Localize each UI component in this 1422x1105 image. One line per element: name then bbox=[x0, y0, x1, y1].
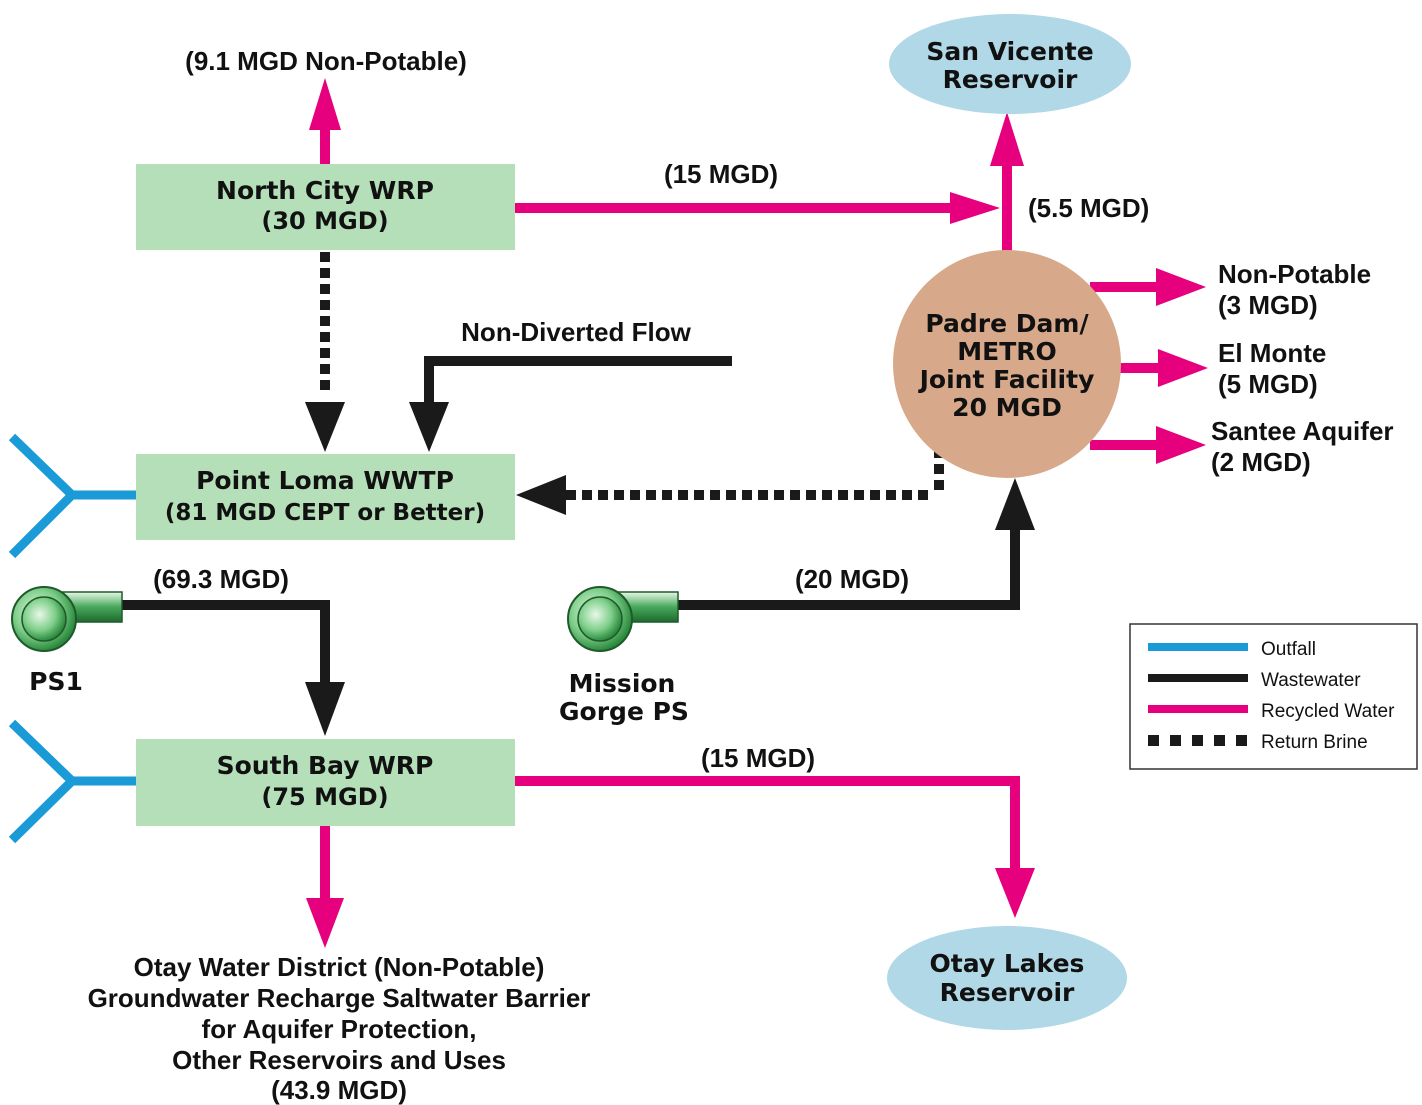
wastewater-line-mission-gorge-h bbox=[676, 600, 1020, 610]
node-padre-dam-joint-facility: Padre Dam/ METRO Joint Facility 20 MGD bbox=[893, 250, 1121, 478]
point-loma-capacity: (81 MGD CEPT or Better) bbox=[165, 500, 485, 526]
otay-lakes-line1: Otay Lakes bbox=[930, 949, 1085, 978]
mission-gorge-line1: Mission bbox=[569, 669, 676, 698]
flow-label-north-city-to-sv: (15 MGD) bbox=[664, 159, 778, 189]
south-bay-uses-line2: Groundwater Recharge Saltwater Barrier bbox=[88, 983, 591, 1013]
legend-label-wastewater: Wastewater bbox=[1261, 670, 1361, 691]
recycled-line-north-city-east bbox=[515, 203, 965, 213]
legend-label-brine: Return Brine bbox=[1261, 732, 1368, 753]
legend-swatch-recycled bbox=[1148, 705, 1248, 713]
legend: Outfall Wastewater Recycled Water Return… bbox=[1129, 623, 1418, 770]
padre-dam-line3: Joint Facility bbox=[918, 365, 1095, 394]
wastewater-line-ps1-v bbox=[320, 600, 330, 684]
recycled-line-nonpotable bbox=[1090, 282, 1160, 292]
pump-icon-ps1 bbox=[11, 586, 123, 652]
flow-label-ps1: (69.3 MGD) bbox=[153, 564, 289, 594]
south-bay-uses-line5: (43.9 MGD) bbox=[271, 1075, 407, 1105]
arrow-to-san-vicente bbox=[990, 112, 1024, 166]
south-bay-uses-line4: Other Reservoirs and Uses bbox=[172, 1045, 506, 1075]
otay-lakes-line2: Reservoir bbox=[940, 978, 1075, 1007]
recycled-line-santee bbox=[1090, 440, 1160, 450]
south-bay-name: South Bay WRP bbox=[217, 751, 434, 780]
flow-label-south-bay-to-otay: (15 MGD) bbox=[701, 743, 815, 773]
flow-label-padre-to-sv: (5.5 MGD) bbox=[1028, 193, 1149, 223]
arrow-north-city-nonpotable bbox=[309, 78, 341, 130]
san-vicente-line1: San Vicente bbox=[926, 37, 1093, 66]
arrow-south-bay-uses bbox=[306, 898, 344, 948]
flow-label-north-city-nonpotable: (9.1 MGD Non-Potable) bbox=[185, 46, 467, 76]
flow-label-el-monte-mgd: (5 MGD) bbox=[1218, 369, 1318, 399]
pump-icon-mission-gorge bbox=[567, 586, 679, 652]
outfall-south-bay bbox=[8, 719, 136, 844]
arrow-mission-gorge-to-padre bbox=[995, 478, 1035, 530]
recycled-line-otay-down bbox=[1010, 776, 1020, 874]
ps1-label: PS1 bbox=[29, 667, 83, 696]
brine-line-padre-dam bbox=[566, 448, 944, 500]
legend-label-outfall: Outfall bbox=[1261, 639, 1316, 660]
padre-dam-line2: METRO bbox=[957, 337, 1057, 366]
padre-dam-line4: 20 MGD bbox=[952, 393, 1062, 422]
recycled-line-south-bay-east bbox=[515, 776, 1020, 786]
legend-swatch-brine bbox=[1148, 735, 1247, 746]
mission-gorge-line2: Gorge PS bbox=[559, 697, 689, 726]
brine-line-north-city bbox=[320, 252, 330, 390]
arrow-otay-lakes bbox=[995, 868, 1035, 918]
arrow-santee bbox=[1156, 426, 1206, 464]
san-vicente-line2: Reservoir bbox=[943, 65, 1078, 94]
arrow-ps1-to-south-bay bbox=[305, 682, 345, 736]
flow-label-mission-gorge: (20 MGD) bbox=[795, 564, 909, 594]
recycled-line-south-bay-down bbox=[320, 826, 330, 904]
flow-label-padre-nonpotable-mgd: (3 MGD) bbox=[1218, 290, 1318, 320]
recycled-line-padre-up bbox=[1002, 160, 1012, 252]
flow-label-el-monte: El Monte bbox=[1218, 338, 1326, 368]
wastewater-line-ps1-h bbox=[120, 600, 330, 610]
north-city-name: North City WRP bbox=[216, 176, 434, 205]
recycled-line-el-monte bbox=[1112, 363, 1162, 373]
south-bay-uses-line1: Otay Water District (Non-Potable) bbox=[134, 952, 545, 982]
point-loma-name: Point Loma WWTP bbox=[196, 466, 454, 495]
north-city-capacity: (30 MGD) bbox=[261, 207, 388, 235]
outfall-point-loma bbox=[8, 433, 136, 559]
arrow-brine-padre-to-point-loma bbox=[516, 475, 566, 515]
padre-dam-line1: Padre Dam/ bbox=[925, 309, 1089, 338]
node-san-vicente-reservoir: San Vicente Reservoir bbox=[889, 14, 1131, 114]
south-bay-capacity: (75 MGD) bbox=[261, 783, 388, 811]
arrow-north-city-to-sv bbox=[950, 192, 1000, 224]
flow-label-santee-mgd: (2 MGD) bbox=[1211, 447, 1311, 477]
node-point-loma-wwtp: Point Loma WWTP (81 MGD CEPT or Better) bbox=[136, 454, 515, 540]
arrow-non-diverted bbox=[409, 402, 449, 452]
node-north-city-wrp: North City WRP (30 MGD) bbox=[136, 164, 515, 250]
south-bay-uses-line3: for Aquifer Protection, bbox=[202, 1014, 477, 1044]
wastewater-line-non-diverted-v bbox=[424, 356, 434, 408]
legend-label-recycled: Recycled Water bbox=[1261, 701, 1395, 722]
node-south-bay-wrp: South Bay WRP (75 MGD) bbox=[136, 739, 515, 826]
wastewater-line-non-diverted-h bbox=[424, 356, 732, 366]
arrow-el-monte bbox=[1158, 349, 1208, 387]
legend-swatch-wastewater bbox=[1148, 674, 1248, 682]
flow-label-non-diverted: Non-Diverted Flow bbox=[461, 317, 691, 347]
flow-label-santee: Santee Aquifer bbox=[1211, 416, 1394, 446]
node-otay-lakes-reservoir: Otay Lakes Reservoir bbox=[887, 926, 1127, 1030]
recycled-line-north-city-up bbox=[320, 128, 330, 164]
flow-label-padre-nonpotable: Non-Potable bbox=[1218, 259, 1371, 289]
arrow-brine-to-point-loma bbox=[305, 402, 345, 452]
legend-swatch-outfall bbox=[1148, 643, 1248, 651]
wastewater-line-mission-gorge-v bbox=[1010, 526, 1020, 610]
arrow-padre-nonpotable bbox=[1156, 268, 1206, 306]
